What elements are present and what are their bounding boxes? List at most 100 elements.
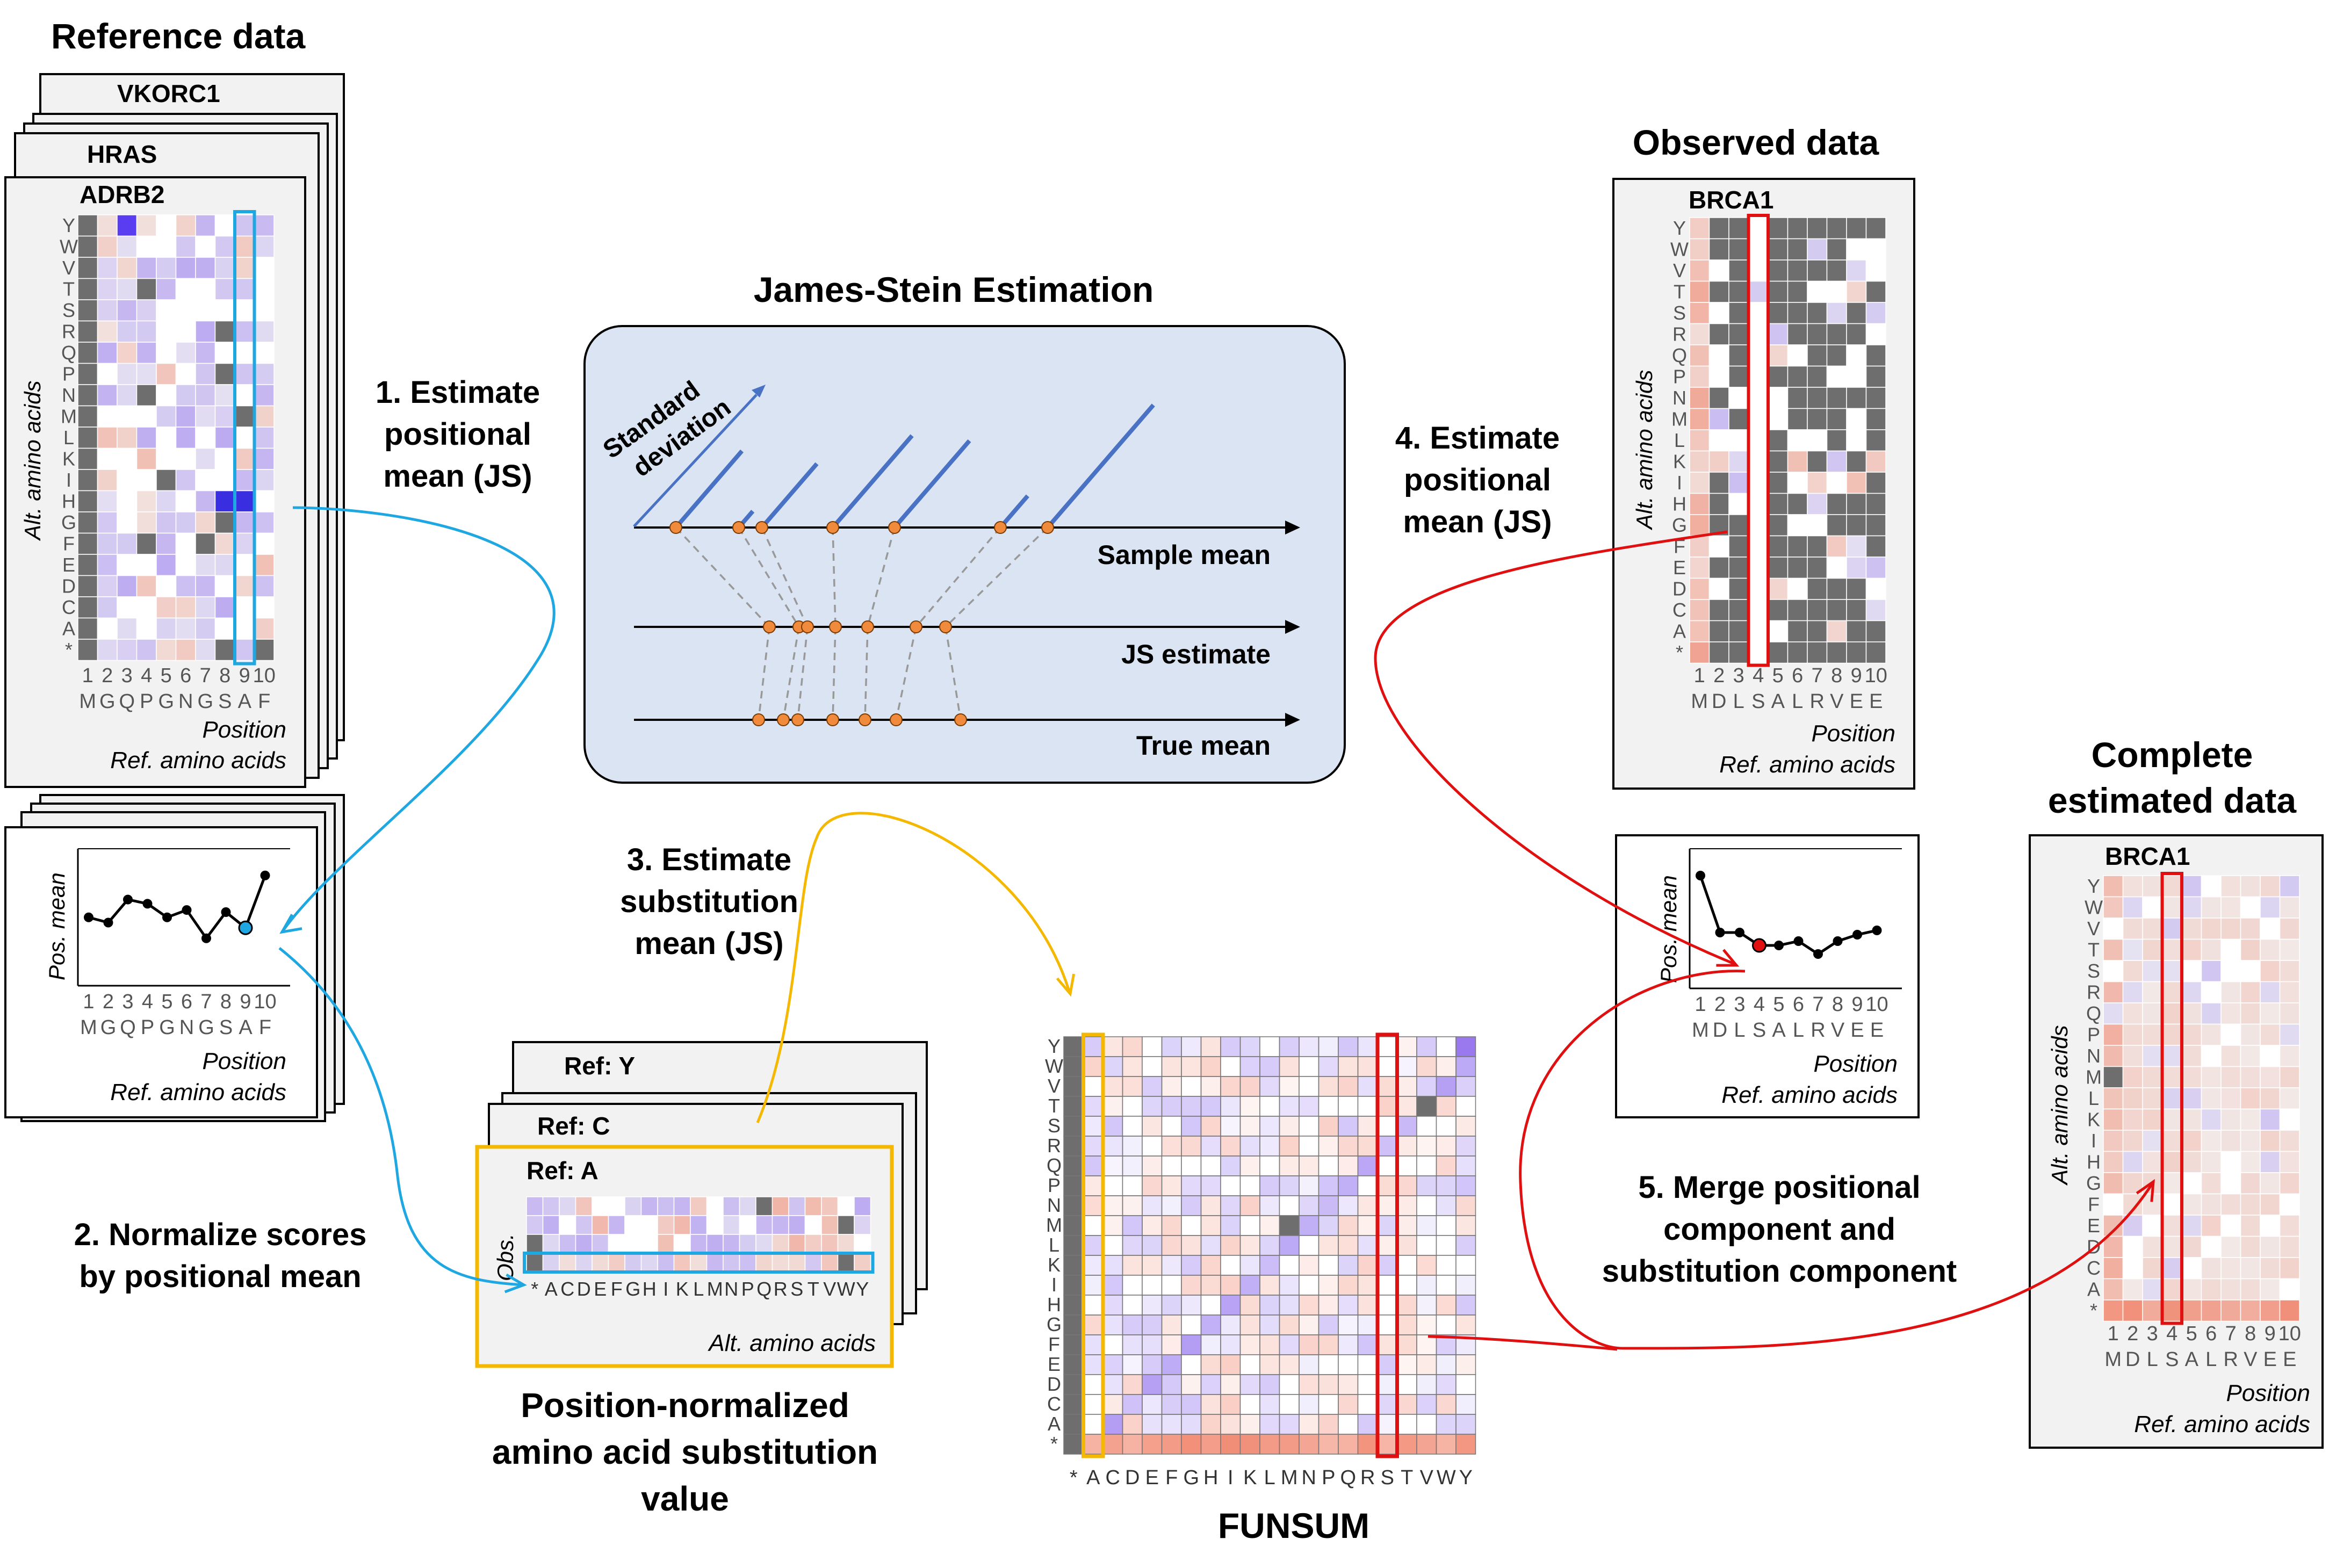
funsum-cell (1142, 1334, 1163, 1355)
mean-point (221, 907, 231, 917)
heat-cell (1708, 259, 1729, 282)
heat-cell (77, 617, 98, 640)
heat-cell (97, 511, 118, 534)
position-number: 4 (1754, 993, 1765, 1016)
heat-cell (1846, 493, 1867, 515)
funsum-cell (1102, 1116, 1123, 1137)
mean-line (88, 875, 266, 941)
heat-cell (234, 617, 255, 640)
mean-point (1813, 949, 1823, 959)
heat-cell (156, 257, 177, 279)
position-number: 4 (2166, 1323, 2177, 1345)
funsum-cell (1416, 1275, 1437, 1296)
col-letter: Y (1459, 1466, 1473, 1489)
funsum-cell (1396, 1175, 1417, 1196)
heat-cell (1807, 599, 1828, 622)
position-number: 3 (121, 664, 133, 687)
alt-letter: T (2088, 939, 2100, 961)
alt-letter: I (66, 469, 71, 491)
heat-cell (195, 511, 216, 534)
ref-aa-letter: M (79, 690, 96, 713)
heat-cell (1787, 238, 1808, 261)
alt-letter: A (2087, 1278, 2100, 1300)
funsum-cell (1396, 1215, 1417, 1236)
funsum-cell (1122, 1354, 1143, 1375)
heat-cell (2260, 1215, 2281, 1237)
heat-cell (2201, 938, 2222, 961)
alt-letter: V (62, 257, 75, 279)
funsum-cell (1239, 1295, 1260, 1316)
heat-cell (234, 554, 255, 576)
heat-cell (1689, 620, 1710, 642)
heat-cell (608, 1253, 625, 1273)
funsum-cell (1083, 1235, 1104, 1256)
js-panel (583, 325, 1346, 784)
svg-text:amino acid substitution: amino acid substitution (492, 1433, 878, 1471)
heat-cell (2161, 1087, 2182, 1110)
heat-cell (156, 214, 177, 237)
heat-cell (1728, 280, 1749, 303)
heat-cell (234, 342, 255, 364)
ref-aa-letter: A (1772, 1019, 1786, 1042)
funsum-cell (1357, 1076, 1378, 1097)
js-point (801, 620, 814, 633)
heat-cell (2122, 1066, 2143, 1088)
heat-cell (77, 575, 98, 597)
heat-cell (97, 575, 118, 597)
heat-cell (1826, 450, 1847, 473)
svg-text:value: value (641, 1479, 729, 1518)
funsum-cell (1377, 1334, 1398, 1355)
heat-cell (254, 554, 275, 576)
heat-cell (195, 342, 216, 364)
heat-cell (136, 469, 157, 492)
heat-cell (1826, 620, 1847, 642)
ref-aa-letter: F (259, 1016, 271, 1039)
alt-letter: C (62, 596, 76, 618)
alt-letter: L (1674, 429, 1685, 451)
funsum-cell (1063, 1314, 1084, 1335)
funsum-cell (1377, 1036, 1398, 1057)
funsum-cell (1102, 1295, 1123, 1316)
heat-cell (2240, 1172, 2261, 1195)
heat-cell (1826, 344, 1847, 367)
col-letter: * (1070, 1466, 1078, 1489)
funsum-cell (1200, 1215, 1221, 1236)
position-number: 1 (1695, 993, 1706, 1016)
heat-cell (156, 617, 177, 640)
alt-letter: Q (1672, 344, 1687, 366)
funsum-cell (1416, 1255, 1437, 1276)
ref-aa-letter: E (2263, 1348, 2277, 1371)
heat-cell (2220, 960, 2241, 982)
heat-cell (175, 257, 196, 279)
funsum-cell (1338, 1314, 1359, 1335)
funsum-cell (1161, 1096, 1182, 1117)
funsum-cell (1338, 1036, 1359, 1057)
dashed-link (738, 527, 800, 627)
funsum-cell (1357, 1116, 1378, 1137)
arrow-step3 (756, 812, 1071, 1123)
funsum-cell (1396, 1235, 1417, 1256)
funsum-cell (1455, 1374, 1476, 1395)
alt-letter: N (2087, 1045, 2101, 1067)
heat-cell (1689, 365, 1710, 388)
heat-cell (2279, 938, 2300, 961)
funsum-cell (1357, 1314, 1378, 1335)
heat-cell (97, 257, 118, 279)
heat-cell (1768, 302, 1789, 324)
funsum-cell (1083, 1314, 1104, 1335)
heat-cell (214, 575, 235, 597)
heat-cell (97, 447, 118, 470)
heat-cell (1689, 450, 1710, 473)
heat-cell (1728, 429, 1749, 452)
heat-cell (254, 427, 275, 449)
funsum-cell (1200, 1275, 1221, 1296)
observed-title: Observed data (1633, 122, 1880, 162)
row-letter: D (1047, 1373, 1061, 1395)
dashed-link (832, 626, 837, 720)
heat-cell (2201, 1087, 2222, 1110)
alt-letter: * (65, 639, 73, 661)
heat-cell (136, 235, 157, 258)
funsum-cell (1279, 1295, 1300, 1316)
heat-cell (175, 320, 196, 343)
heat-cell (559, 1196, 576, 1216)
